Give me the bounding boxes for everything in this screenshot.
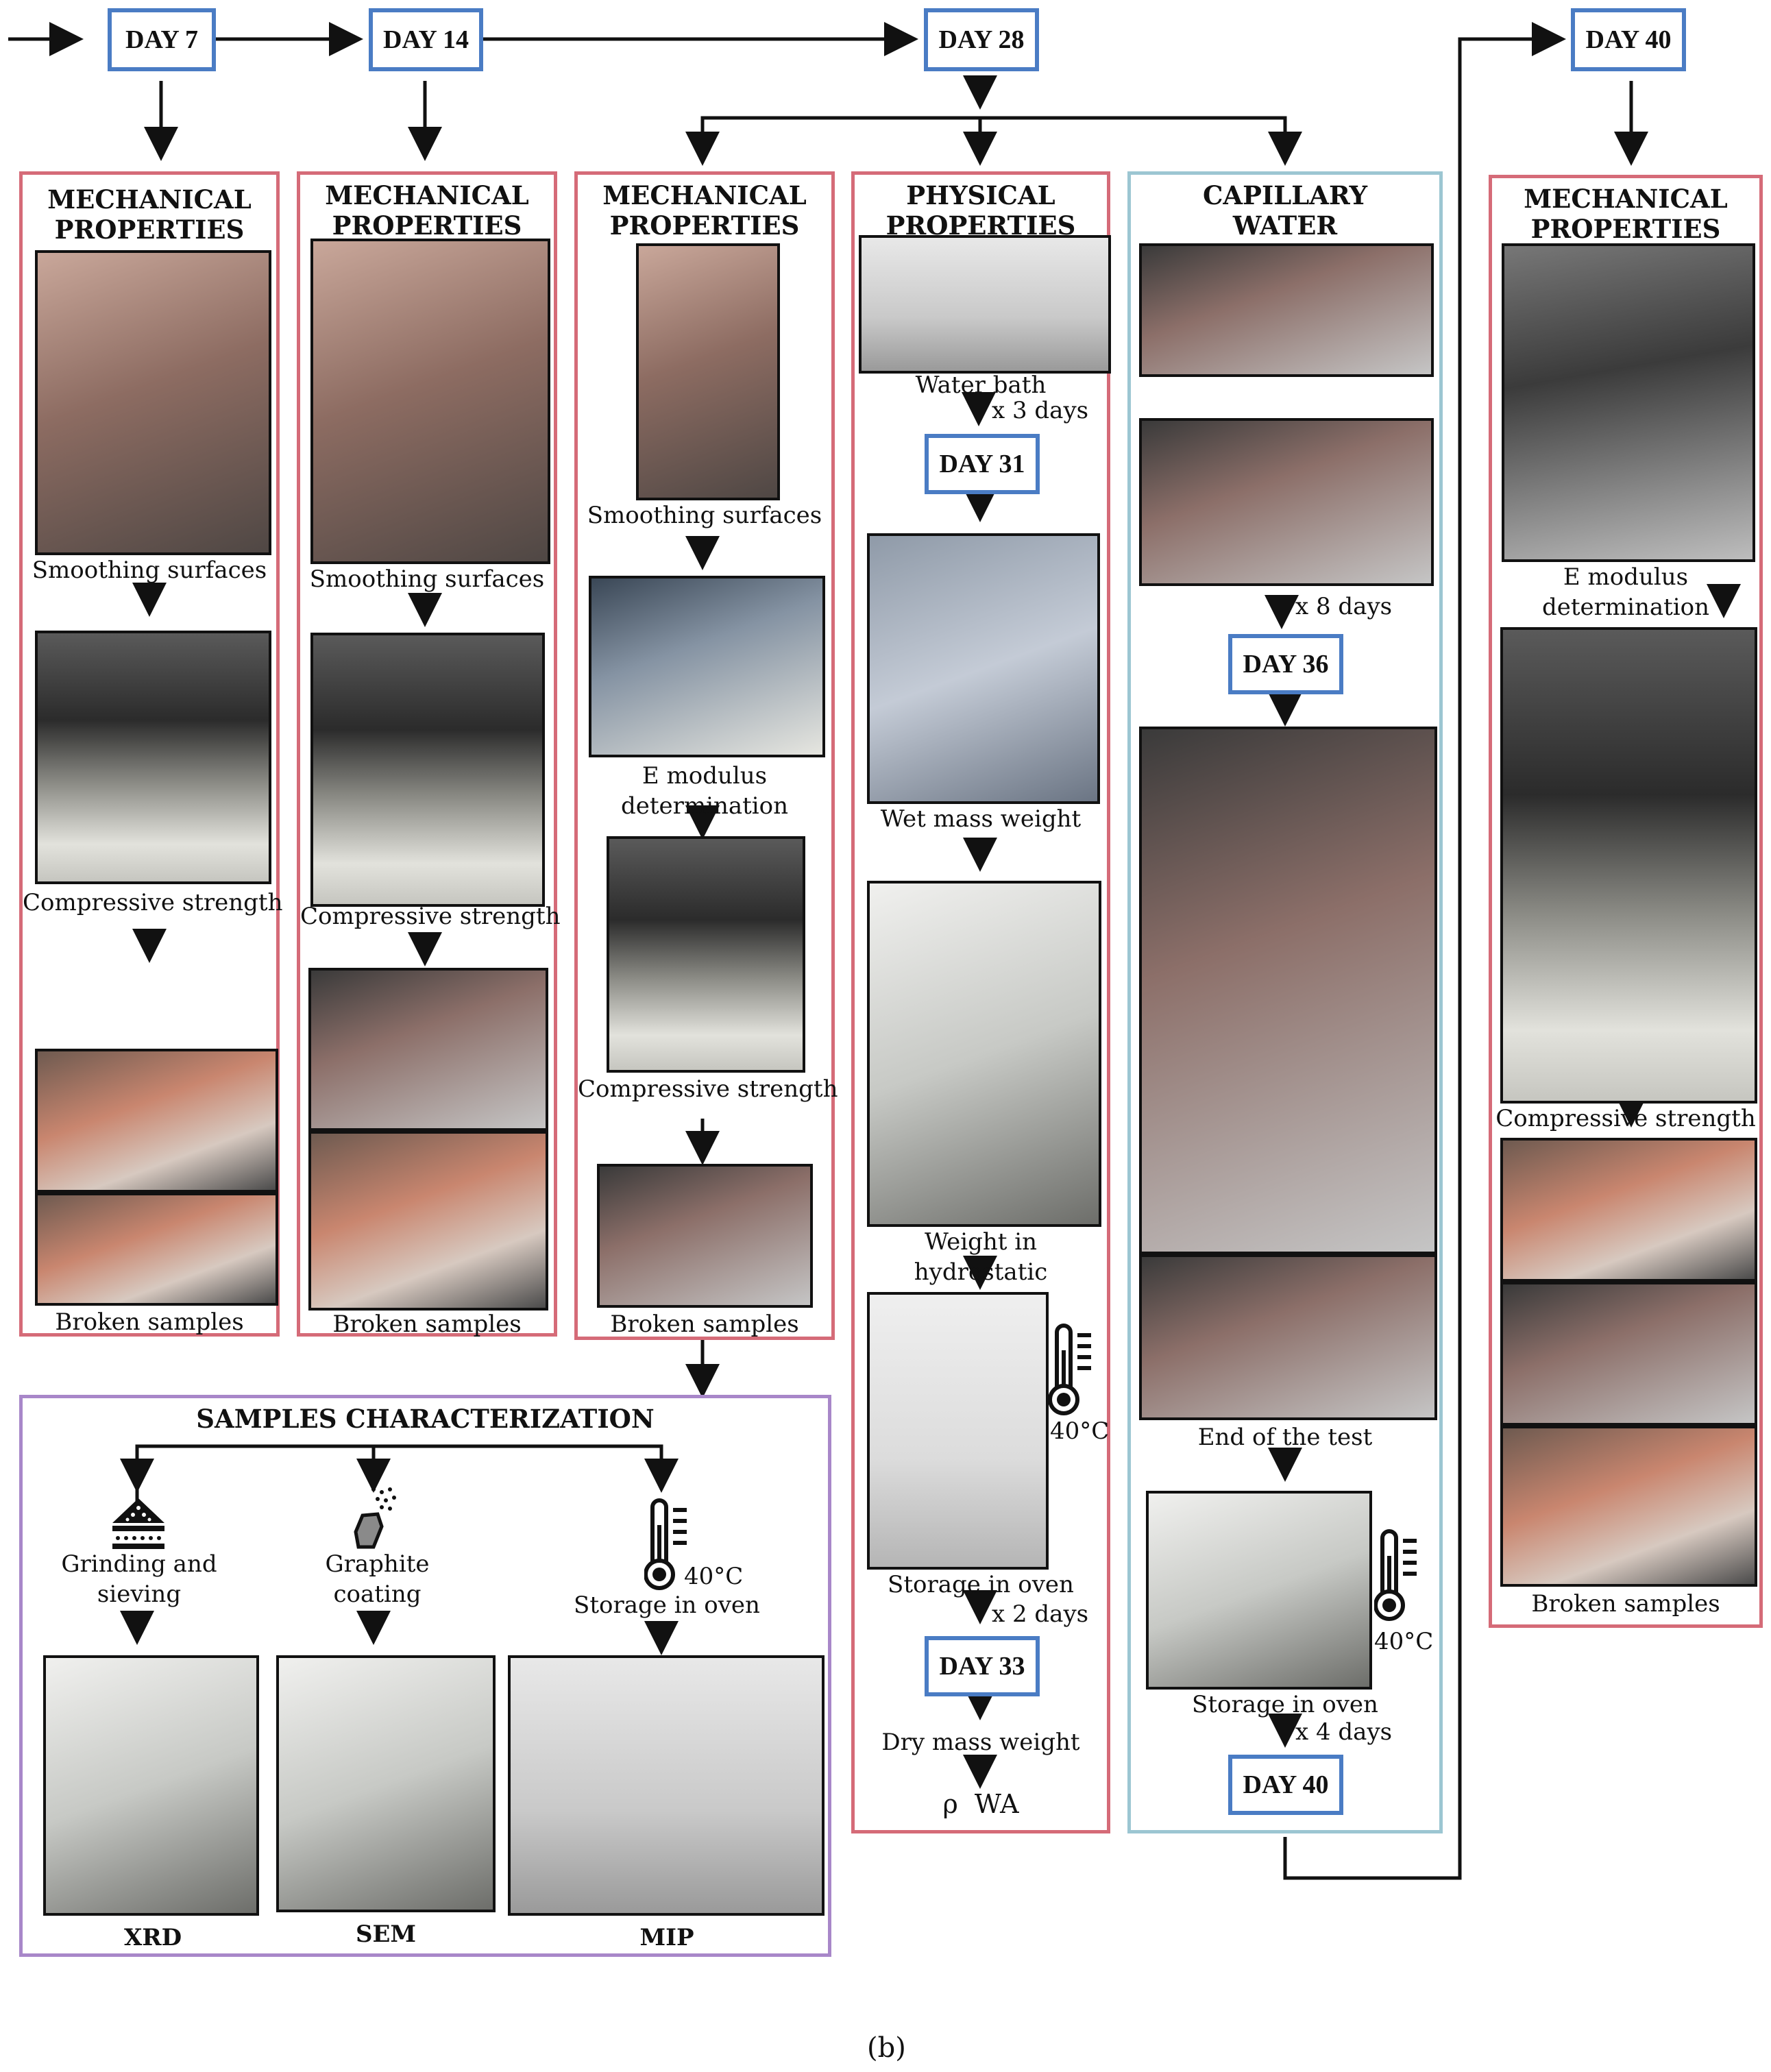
capillary-photo-1 [1139,243,1434,377]
wet-mass-photo [867,533,1100,804]
day-40-box-inner: DAY 40 [1228,1755,1343,1815]
technique-label: SEM [355,1921,417,1948]
sem-photo [276,1655,496,1912]
broken-photo [597,1164,813,1308]
oven-photo [867,1292,1049,1570]
step-label: Wet mass weight [880,805,1082,833]
step-label: Smoothing surfaces [32,557,267,584]
xrd-photo [43,1655,259,1916]
panel-title: MECHANICAL PROPERTIES [325,180,529,241]
broken-photo-2 [1500,1282,1757,1426]
thermometer-icon [1049,1324,1091,1415]
day28-mechanical-panel: MECHANICAL PROPERTIES Smoothing surfaces… [574,171,838,1340]
scale-photo [867,881,1101,1227]
smoothing-photo [310,239,550,564]
temperature-label: 40°C [1050,1417,1110,1445]
smoothing-photo [35,250,271,555]
wait-label: x 2 days [992,1600,1089,1628]
panel-title: SAMPLES CHARACTERIZATION [196,1404,655,1434]
broken-photo-3 [1500,1426,1757,1587]
step-label: Compressive strength [1495,1105,1756,1132]
wait-label: x 8 days [1295,593,1393,620]
step-label: Broken samples [610,1311,799,1338]
temperature-label: 40°C [684,1563,744,1590]
panel-title: PHYSICAL PROPERTIES [886,180,1076,241]
press-photo [607,836,805,1073]
e-modulus-photo [589,576,825,757]
day7-mechanical-panel: MECHANICAL PROPERTIES Smoothing surfaces… [19,171,283,1337]
result-label: ρ WA [942,1789,1019,1819]
press-photo [1500,627,1757,1104]
day-36-box: DAY 36 [1228,634,1343,694]
day-31-box: DAY 31 [925,434,1040,494]
broken-photo-1 [35,1049,278,1193]
step-label: Smoothing surfaces [587,502,822,529]
step-label: E modulus determination [1541,563,1710,621]
day-14-box: DAY 14 [369,8,483,71]
step-label: End of the test [1197,1424,1373,1451]
step-label: Broken samples [55,1308,244,1336]
day40-mechanical-panel: MECHANICAL PROPERTIES E modulus determin… [1489,175,1763,1628]
smoothing-photo [636,243,780,500]
step-label: Compressive strength [578,1075,838,1103]
day-33-box: DAY 33 [925,1636,1040,1696]
step-label: Storage in oven [888,1571,1074,1598]
step-label: Broken samples [1531,1590,1720,1618]
water-bath-photo [859,235,1111,374]
mip-photo [508,1655,825,1916]
step-label: Dry mass weight [881,1729,1080,1756]
panel-title: MECHANICAL PROPERTIES [1524,184,1728,244]
capillary-photo-2 [1139,418,1434,586]
temperature-label: 40°C [1374,1628,1434,1655]
step-label: Compressive strength [23,889,283,916]
step-label: Compressive strength [300,903,561,930]
panel-title: MECHANICAL PROPERTIES [47,184,252,245]
thermometer-icon [1374,1529,1417,1621]
capillary-photo-4 [1139,1254,1437,1420]
capillary-photo-3 [1139,727,1437,1254]
broken-photo-2 [308,1131,548,1311]
e-modulus-photo [1502,243,1755,562]
step-label: E modulus determination [620,762,789,820]
day-40-box: DAY 40 [1571,8,1686,71]
press-photo [310,633,545,907]
figure-caption: (b) [867,2032,906,2064]
step-label: Water bath [915,371,1047,399]
panel-title: MECHANICAL PROPERTIES [602,180,807,241]
samples-characterization-panel: SAMPLES CHARACTERIZATION Grinding and si… [19,1395,831,1957]
step-label: Storage in oven [1192,1691,1378,1718]
broken-photo-1 [308,968,548,1131]
wait-label: x 3 days [992,397,1089,424]
branch-label: Graphite coating [325,1550,430,1608]
day-28-box: DAY 28 [924,8,1039,71]
day14-mechanical-panel: MECHANICAL PROPERTIES Smoothing surfaces… [297,171,561,1338]
step-label: Smoothing surfaces [309,565,545,593]
thermometer-icon [644,1498,687,1590]
technique-label: XRD [123,1924,182,1951]
broken-photo-2 [35,1193,278,1306]
broken-photo-1 [1500,1138,1757,1282]
capillary-absorption-panel: CAPILLARY WATER ABSORPTION TEST x 8 days… [1127,171,1443,1833]
branch-label: Storage in oven [574,1592,760,1619]
step-label: Broken samples [332,1311,522,1338]
day-7-box: DAY 7 [108,8,216,71]
branch-label: Grinding and sieving [61,1550,217,1608]
technique-label: MIP [639,1924,694,1951]
physical-properties-panel: PHYSICAL PROPERTIES Water bath x 3 days … [851,171,1111,1833]
wait-label: x 4 days [1295,1718,1393,1746]
sieve-icon [112,1498,164,1549]
graphite-spray-icon [354,1487,396,1549]
oven-photo [1146,1491,1372,1690]
press-photo [35,631,271,884]
